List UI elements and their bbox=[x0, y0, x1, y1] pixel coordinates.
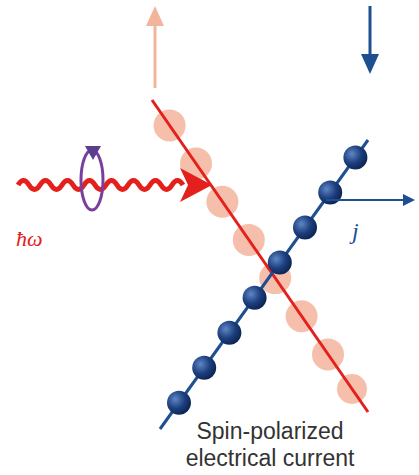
current-arrow bbox=[326, 194, 415, 206]
spin-up-arrow bbox=[146, 6, 164, 88]
spin-down-arrow bbox=[361, 6, 379, 74]
photon-energy-label: ħω bbox=[16, 226, 43, 251]
current-label: j bbox=[352, 218, 359, 246]
spin-down-balls bbox=[167, 146, 367, 415]
spin-down-band bbox=[160, 140, 368, 429]
spin-up-band bbox=[152, 100, 368, 412]
caption-label: Spin-polarized electrical current bbox=[150, 418, 390, 471]
photon-wave bbox=[18, 168, 212, 202]
circular-polarization bbox=[81, 146, 103, 210]
